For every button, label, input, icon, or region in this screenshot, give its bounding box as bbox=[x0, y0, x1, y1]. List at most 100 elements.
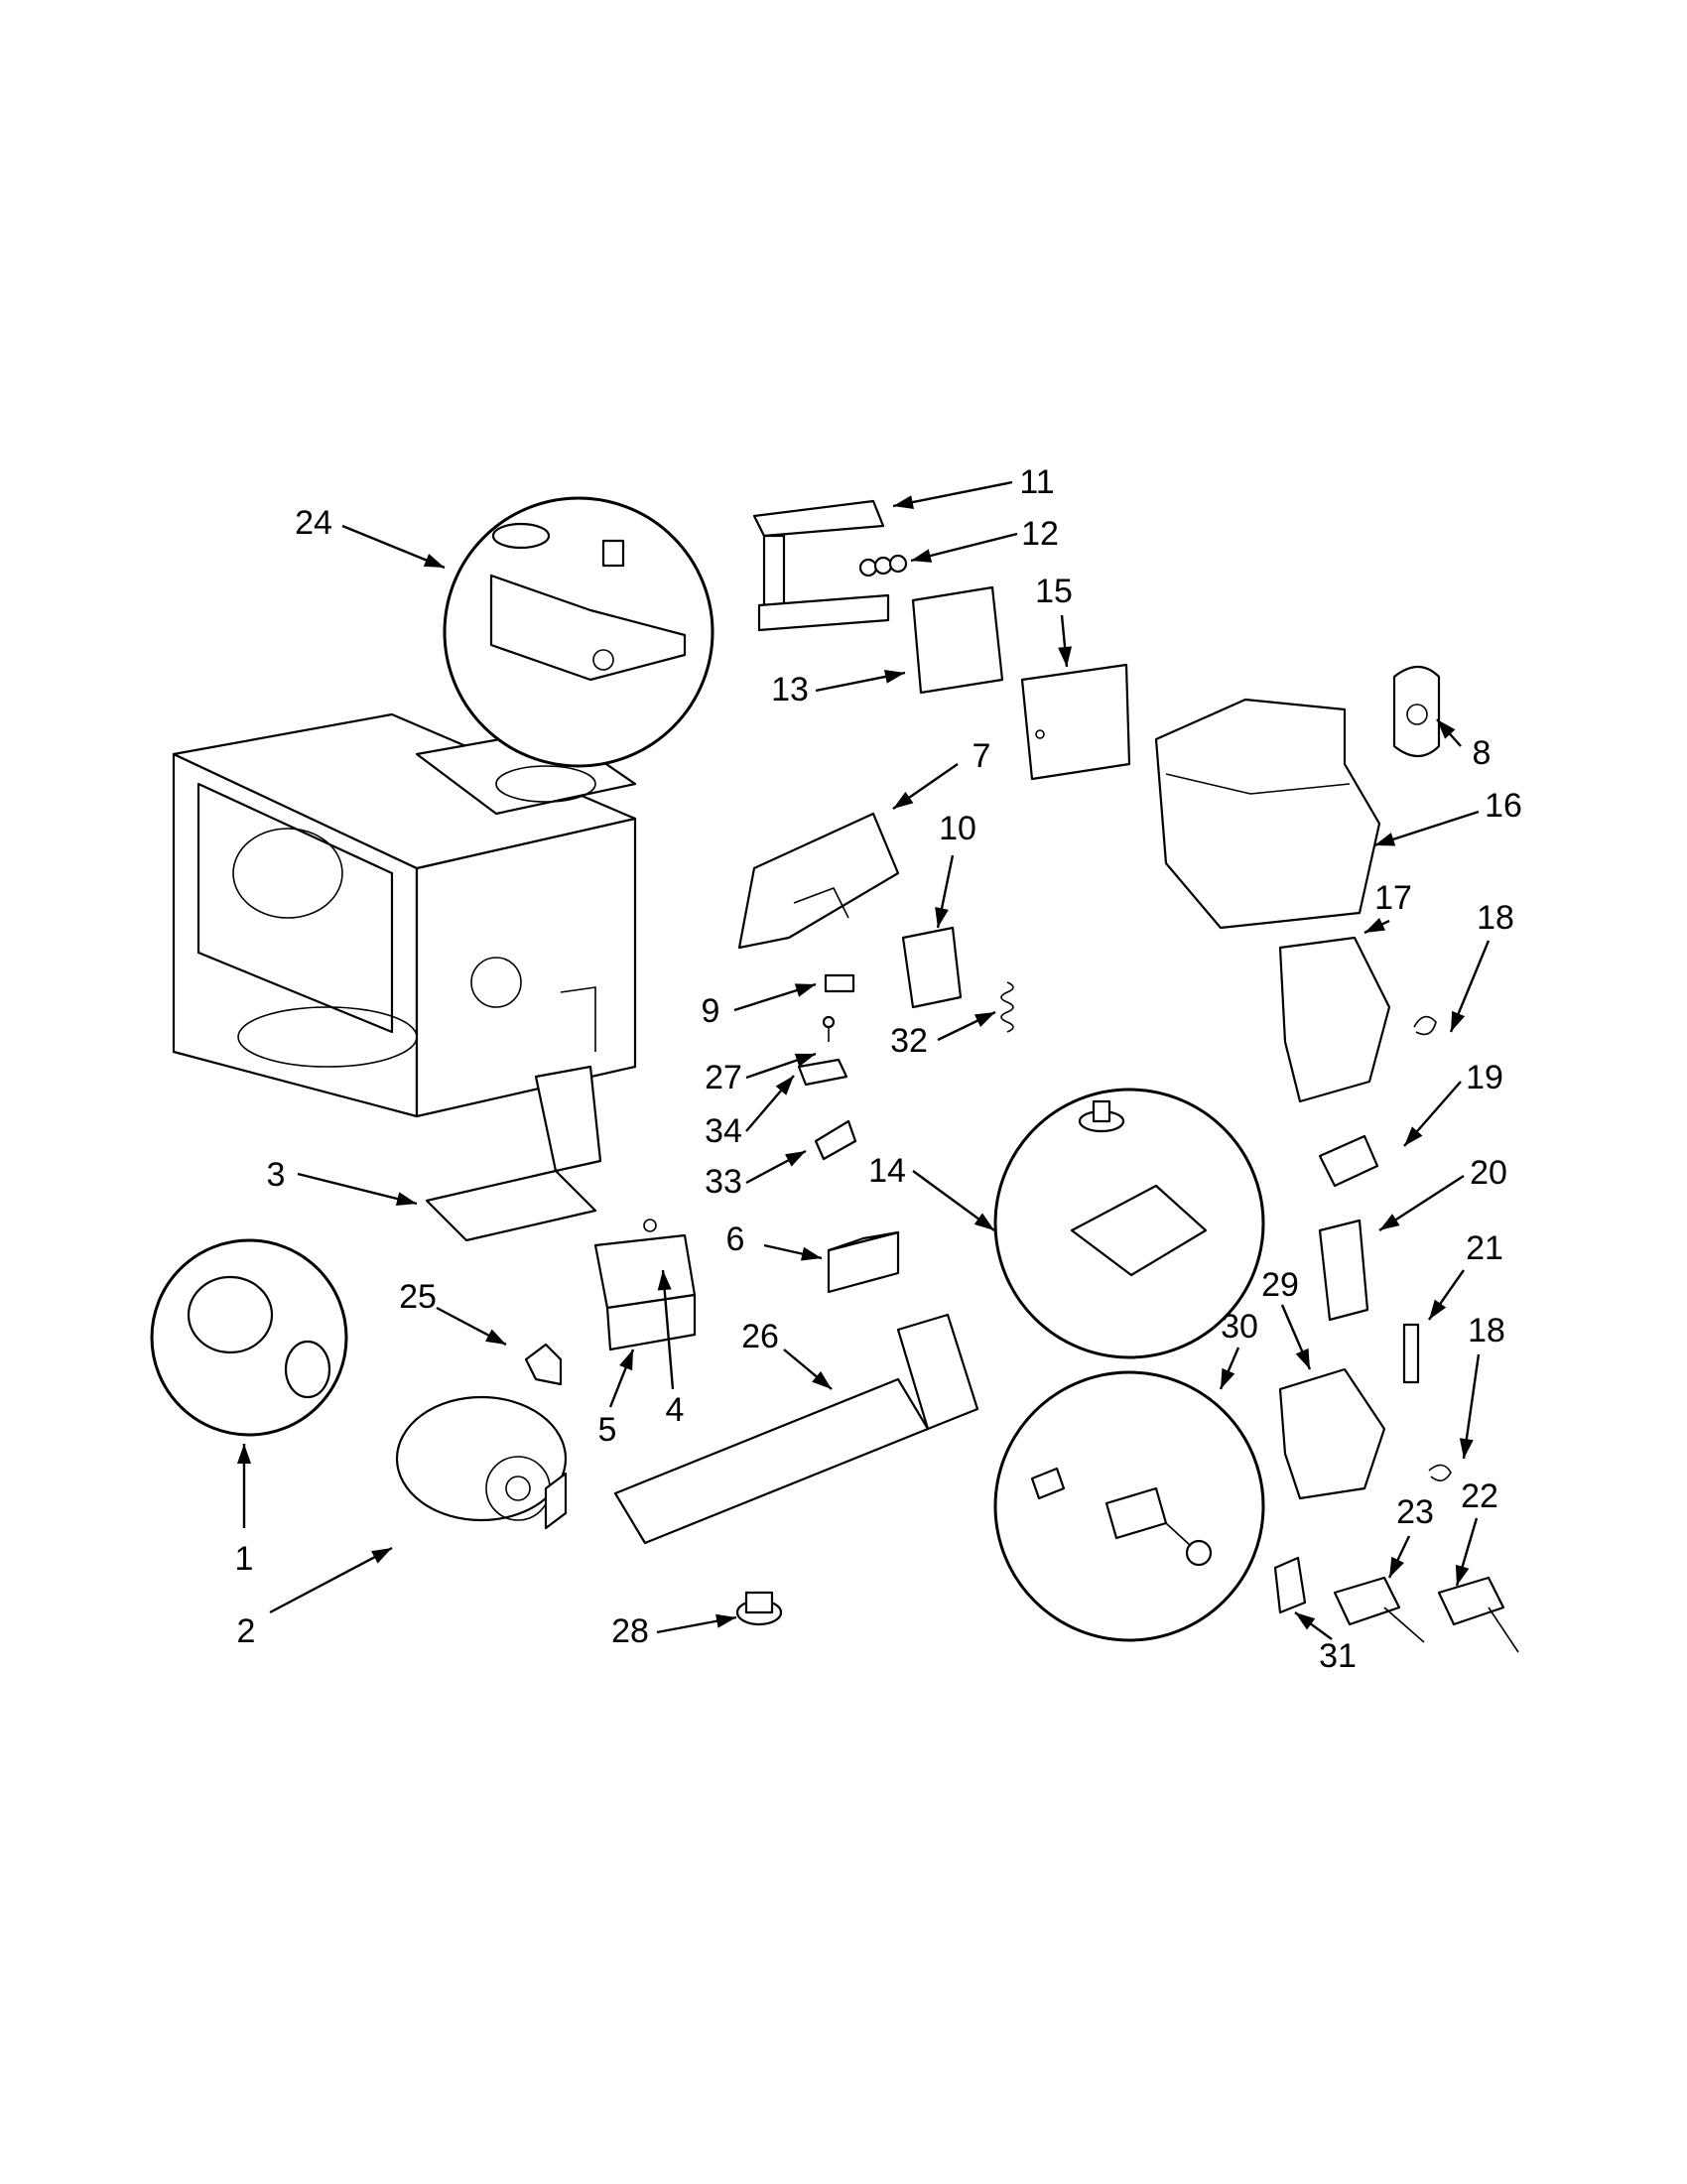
plate-part-15 bbox=[1020, 663, 1131, 781]
callout-31: 31 bbox=[1319, 1637, 1357, 1675]
leader-arrow-29 bbox=[1280, 1304, 1312, 1370]
leader-arrow-7 bbox=[892, 763, 959, 810]
leader-arrow-4 bbox=[657, 1269, 675, 1390]
sensor-part-9 bbox=[824, 973, 855, 993]
callout-3: 3 bbox=[267, 1156, 286, 1194]
callout-labels: 1 2 3 4 5 6 7 8 9 10 11 12 13 14 15 16 1… bbox=[235, 463, 1522, 1675]
waveguide-part bbox=[425, 1065, 602, 1242]
leader-arrow-19 bbox=[1403, 1081, 1462, 1147]
switch-part-22 bbox=[1437, 1576, 1519, 1653]
callout-26: 26 bbox=[741, 1318, 779, 1355]
clip-part-33 bbox=[814, 1119, 857, 1161]
callout-18a: 18 bbox=[1477, 899, 1514, 937]
callout-25: 25 bbox=[399, 1278, 437, 1316]
leader-arrow-6 bbox=[763, 1243, 823, 1261]
interlock-part-17 bbox=[1278, 936, 1391, 1103]
grommet-part-28 bbox=[735, 1591, 783, 1626]
callout-15: 15 bbox=[1035, 573, 1073, 610]
callout-8: 8 bbox=[1473, 734, 1492, 772]
callout-2: 2 bbox=[237, 1612, 256, 1650]
callout-13: 13 bbox=[771, 671, 809, 708]
leader-arrow-34 bbox=[745, 1075, 795, 1132]
callout-12: 12 bbox=[1021, 515, 1059, 553]
actuator-part-20 bbox=[1318, 1219, 1369, 1322]
inset-1 bbox=[150, 1238, 348, 1437]
leader-arrows bbox=[237, 480, 1491, 1640]
switch-part-23 bbox=[1333, 1576, 1425, 1643]
board-part-13 bbox=[911, 585, 1004, 695]
leader-arrow-25 bbox=[436, 1306, 507, 1347]
callout-14: 14 bbox=[868, 1152, 906, 1190]
leader-arrow-28 bbox=[656, 1613, 737, 1634]
switch-part-19 bbox=[1318, 1134, 1379, 1188]
callout-20: 20 bbox=[1470, 1154, 1507, 1192]
leader-arrow-5 bbox=[608, 1349, 635, 1408]
callout-21: 21 bbox=[1466, 1229, 1503, 1267]
callout-33: 33 bbox=[705, 1163, 742, 1201]
leader-arrow-8 bbox=[1436, 718, 1462, 747]
leader-arrow-33 bbox=[745, 1149, 807, 1185]
pin-part-27 bbox=[822, 1015, 836, 1042]
leader-arrow-9 bbox=[733, 982, 817, 1012]
leader-arrow-15 bbox=[1058, 614, 1073, 668]
leader-arrow-22 bbox=[1455, 1517, 1479, 1587]
box-part-6 bbox=[827, 1230, 900, 1294]
callout-18b: 18 bbox=[1468, 1312, 1505, 1349]
callout-4: 4 bbox=[666, 1391, 685, 1429]
leader-arrow-2 bbox=[269, 1546, 393, 1614]
callout-24: 24 bbox=[295, 504, 332, 542]
spring-part-32 bbox=[1000, 981, 1014, 1033]
leader-arrow-17 bbox=[1363, 918, 1390, 935]
callout-34: 34 bbox=[705, 1112, 742, 1150]
leader-arrow-18b bbox=[1459, 1353, 1481, 1460]
callout-16: 16 bbox=[1485, 787, 1522, 825]
callout-9: 9 bbox=[702, 992, 720, 1030]
leader-arrow-27 bbox=[745, 1052, 817, 1080]
callout-1: 1 bbox=[235, 1540, 254, 1578]
leader-arrow-32 bbox=[937, 1010, 996, 1042]
tab-part-34 bbox=[797, 1058, 848, 1087]
leader-arrow-3 bbox=[297, 1172, 418, 1206]
inset-30 bbox=[993, 1370, 1265, 1642]
leader-arrow-11 bbox=[892, 480, 1013, 509]
fuse-part-21 bbox=[1402, 1323, 1420, 1384]
callout-11: 11 bbox=[1019, 463, 1054, 501]
leader-arrow-16 bbox=[1373, 810, 1480, 847]
callout-30: 30 bbox=[1221, 1308, 1258, 1346]
leader-arrow-30 bbox=[1219, 1347, 1240, 1390]
leader-arrow-1 bbox=[237, 1444, 251, 1528]
callout-29: 29 bbox=[1261, 1266, 1299, 1304]
callout-27: 27 bbox=[705, 1059, 742, 1096]
latch-part-8 bbox=[1392, 665, 1441, 758]
callout-28: 28 bbox=[611, 1612, 649, 1650]
blower-part-2 bbox=[395, 1395, 568, 1530]
callout-5: 5 bbox=[598, 1411, 617, 1449]
duct-part-16 bbox=[1154, 698, 1381, 930]
inset-24 bbox=[443, 496, 714, 768]
bracket-part-25 bbox=[524, 1343, 563, 1386]
callout-19: 19 bbox=[1466, 1059, 1503, 1096]
leader-arrow-21 bbox=[1428, 1269, 1465, 1321]
leader-arrow-14 bbox=[912, 1170, 995, 1231]
callout-22: 22 bbox=[1461, 1477, 1498, 1515]
shield-part-10 bbox=[901, 926, 963, 1009]
leader-arrow-20 bbox=[1378, 1174, 1465, 1232]
leader-arrow-12 bbox=[910, 532, 1018, 563]
leader-arrow-31 bbox=[1294, 1611, 1333, 1640]
spring-part-18b bbox=[1428, 1464, 1452, 1481]
callout-17: 17 bbox=[1374, 879, 1412, 917]
cavity-frame bbox=[172, 712, 637, 1118]
rollers-part-12 bbox=[858, 554, 908, 578]
bracket-part-11 bbox=[752, 499, 890, 632]
leader-arrow-13 bbox=[815, 670, 906, 693]
inset-14 bbox=[993, 1088, 1265, 1359]
leader-arrow-23 bbox=[1387, 1535, 1411, 1579]
callout-6: 6 bbox=[726, 1220, 745, 1258]
panel-part-7 bbox=[737, 812, 900, 950]
callout-10: 10 bbox=[939, 810, 976, 847]
leader-arrow-18a bbox=[1449, 940, 1491, 1033]
channel-part-26 bbox=[613, 1313, 979, 1545]
leader-arrow-10 bbox=[935, 854, 955, 929]
